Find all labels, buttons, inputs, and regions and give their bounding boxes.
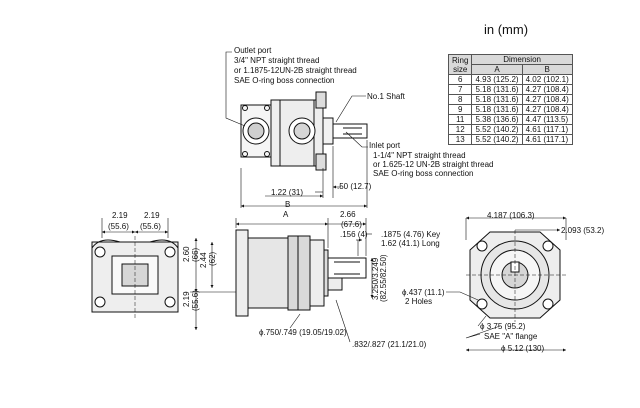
dim-1-22: 1.22 (31): [271, 188, 304, 197]
dim-a-label: A: [283, 210, 289, 219]
pilot-dia-leader: [335, 299, 351, 343]
dim-2-19-right: 2.19: [144, 211, 160, 220]
dim-67-6: (67.6): [341, 220, 362, 229]
dim-2-19-left: 2.19: [112, 211, 128, 220]
outlet-label-1: Outlet port: [234, 46, 272, 55]
dim-2-44: 2.44: [199, 252, 208, 268]
dim-2-093: 2.093 (53.2): [561, 226, 605, 235]
shaft-label: No.1 Shaft: [367, 92, 405, 101]
dim-2-66: 2.66: [340, 210, 356, 219]
outlet-label-3: or 1.1875-12UN-2B straight thread: [234, 66, 357, 75]
outlet-label-2: 3/4" NPT straight thread: [234, 56, 320, 65]
outlet-label-4: SAE O-ring boss connection: [234, 76, 335, 85]
unit-label: in (mm): [484, 22, 529, 37]
dim-66: (66): [191, 247, 200, 262]
dim-2-19-vert: 2.19: [182, 291, 191, 307]
dim-3-75: ϕ 3.75 (95.2): [480, 322, 526, 331]
inlet-label-4: SAE O-ring boss connection: [373, 169, 474, 178]
flange-leader: [465, 325, 501, 339]
pilot-leader: [289, 313, 301, 329]
ring-cell: 13: [447, 134, 473, 145]
shaft-dia-1: 3.250/3.249: [371, 257, 380, 300]
key-label-1: .1875 (4.76) Key: [381, 230, 441, 239]
hole-leader: [446, 291, 479, 301]
inlet-label-2: 1-1/4" NPT straight thread: [373, 151, 466, 160]
dim-55-6-left: (55.6): [108, 222, 129, 231]
hole-label-2: 2 Holes: [405, 297, 433, 306]
dim-55-6-right: (55.6): [140, 222, 161, 231]
flange-label: SAE "A" flange: [484, 332, 538, 341]
end-view-pump: [91, 236, 179, 318]
inlet-leader: [345, 131, 368, 148]
pilot-label: ϕ.750/.749 (19.05/19.02): [259, 328, 347, 337]
shaft-dia-2: (82.55/82.50): [379, 254, 388, 302]
top-view-pump: [240, 91, 368, 171]
inlet-label-3: or 1.625-12 UN-2B straight thread: [373, 160, 494, 169]
ring-header-line2: size: [453, 64, 468, 74]
outlet-leader: [225, 51, 246, 127]
dim-0-156: .156 (4): [340, 230, 368, 239]
dim-62: (62): [208, 251, 217, 266]
dim-b-cell: 4.61 (117.1): [521, 134, 573, 145]
ring-header-line1: Ring: [452, 55, 469, 65]
pilot-front-leader: [477, 315, 487, 327]
dim-55-6-vert: (55.6): [191, 290, 200, 311]
hole-label-1: ϕ.437 (11.1): [402, 288, 445, 297]
front-view-pump: [466, 230, 566, 322]
inlet-label-1: Inlet port: [369, 141, 401, 150]
dim-0-50: .50 (12.7): [337, 182, 372, 191]
dim-2-60: 2.60: [182, 246, 191, 262]
dim-4-187: 4.187 (106.3): [487, 211, 535, 220]
shaft-leader: [335, 95, 366, 123]
key-label-2: 1.62 (41.1) Long: [381, 239, 440, 248]
dim-0-832: .832/.827 (21.1/21.0): [352, 340, 427, 349]
ring-size-header: Ring size: [447, 54, 473, 75]
side-view-pump: [235, 229, 367, 317]
